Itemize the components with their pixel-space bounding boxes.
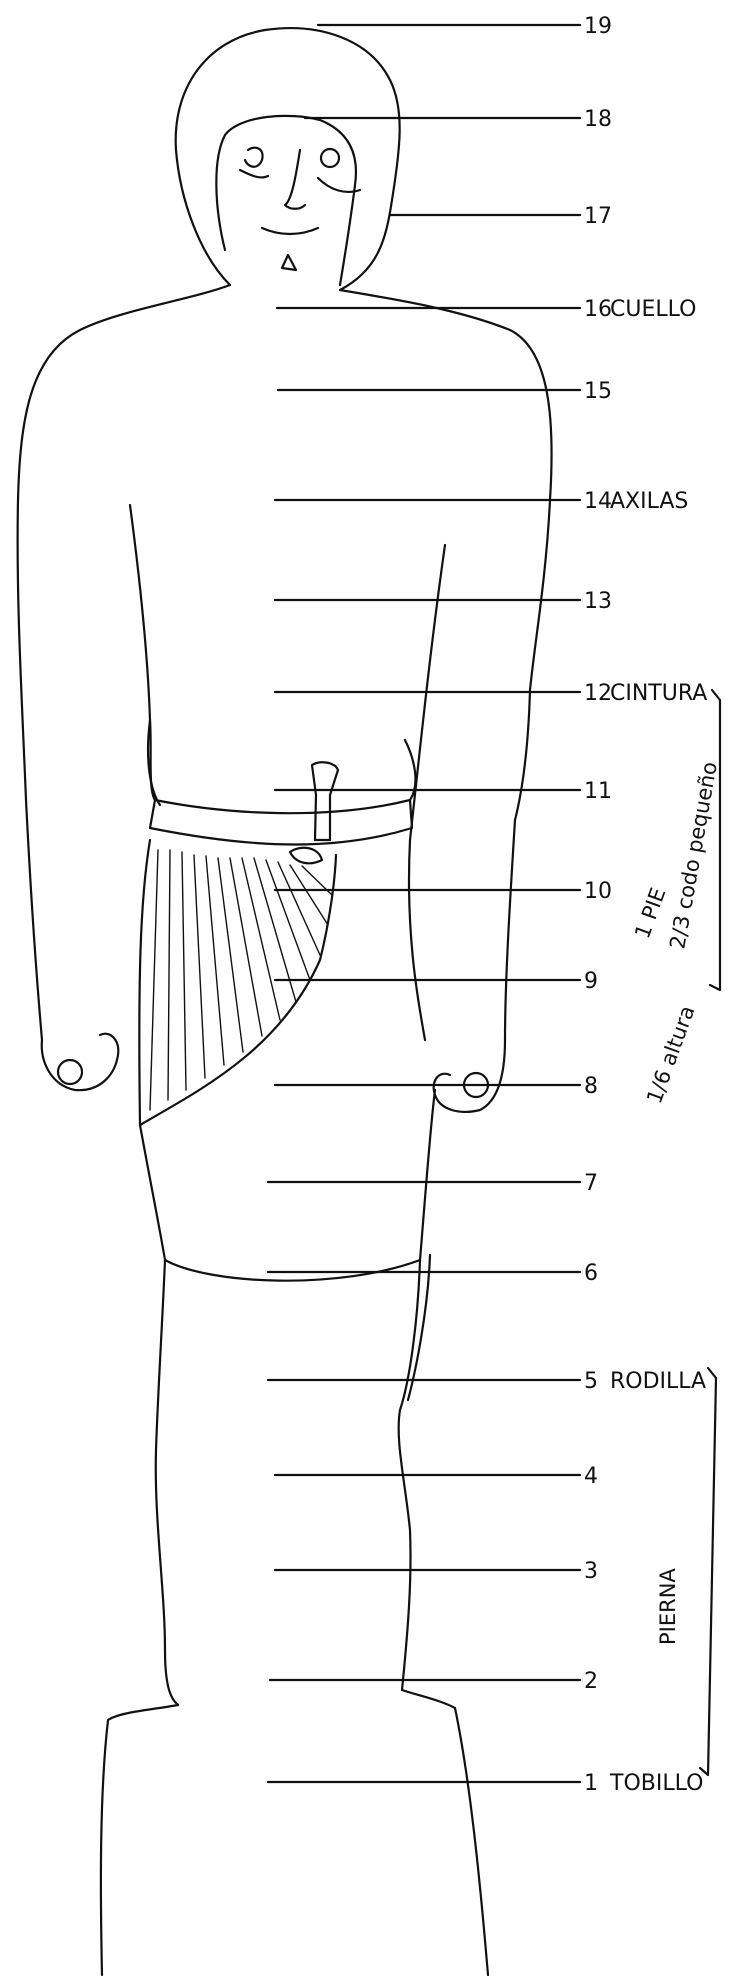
level-5: 5 RODILLA — [268, 1369, 706, 1394]
left-fist — [42, 1034, 119, 1090]
level-name: AXILAS — [610, 489, 688, 514]
level-number: 9 — [584, 969, 598, 994]
level-13: 13 — [275, 589, 612, 614]
note-altura: 1/6 altura — [642, 1002, 700, 1106]
level-11: 11 — [275, 779, 612, 804]
level-9: 9 — [275, 969, 598, 994]
side-annotations: 1 PIE 2/3 codo pequeño 1/6 altura PIERNA — [630, 690, 722, 1775]
level-number: 13 — [584, 589, 612, 614]
level-number: 1 — [584, 1771, 598, 1796]
head-wig-outline — [176, 28, 400, 290]
statue-figure — [18, 28, 552, 1975]
level-number: 19 — [584, 14, 612, 39]
level-2: 2 — [270, 1669, 598, 1694]
level-number: 3 — [584, 1559, 598, 1584]
nose — [285, 150, 305, 209]
level-number: 12 — [584, 681, 612, 706]
level-1: 1 TOBILLO — [268, 1771, 703, 1796]
level-number: 4 — [584, 1464, 598, 1489]
level-number: 14 — [584, 489, 612, 514]
pedestal — [101, 1690, 488, 1975]
level-number: 6 — [584, 1261, 598, 1286]
level-number: 2 — [584, 1669, 598, 1694]
level-number: 17 — [584, 204, 612, 229]
level-number: 11 — [584, 779, 612, 804]
level-6: 6 — [268, 1261, 598, 1286]
right-eye-icon — [321, 149, 339, 167]
level-number: 15 — [584, 379, 612, 404]
belt-dagger — [312, 762, 338, 840]
level-4: 4 — [275, 1464, 598, 1489]
level-10: 10 — [275, 879, 612, 904]
left-leg — [156, 1260, 178, 1705]
level-18: 18 — [305, 107, 612, 132]
belt-knot — [290, 848, 322, 864]
right-shoulder-arm — [340, 290, 552, 1040]
level-number: 16 — [584, 297, 612, 322]
kilt-lower — [140, 1090, 435, 1281]
kilt-belt — [150, 800, 412, 845]
left-arm-inner — [130, 505, 155, 800]
left-eye-icon — [245, 148, 263, 167]
level-number: 10 — [584, 879, 612, 904]
note-codo: 2/3 codo pequeño — [665, 760, 722, 951]
level-number: 7 — [584, 1171, 598, 1196]
level-number: 18 — [584, 107, 612, 132]
left-fist-hole — [58, 1060, 82, 1084]
left-brow — [240, 170, 268, 177]
note-pie: 1 PIE — [630, 884, 670, 941]
level-7: 7 — [268, 1171, 598, 1196]
mouth — [262, 228, 318, 234]
chin-mark — [282, 255, 296, 270]
level-name: CUELLO — [610, 297, 696, 322]
level-name: CINTURA — [610, 681, 707, 706]
level-19: 19 — [318, 14, 612, 39]
level-number: 8 — [584, 1074, 598, 1099]
upper-range-bracket — [710, 690, 720, 990]
level-3: 3 — [275, 1559, 598, 1584]
note-pierna: PIERNA — [656, 1568, 680, 1645]
level-number: 5 — [584, 1369, 598, 1394]
level-name: RODILLA — [610, 1369, 706, 1394]
level-15: 15 — [278, 379, 612, 404]
lower-range-bracket — [700, 1368, 716, 1775]
level-name: TOBILLO — [609, 1771, 703, 1796]
level-17: 17 — [390, 204, 612, 229]
